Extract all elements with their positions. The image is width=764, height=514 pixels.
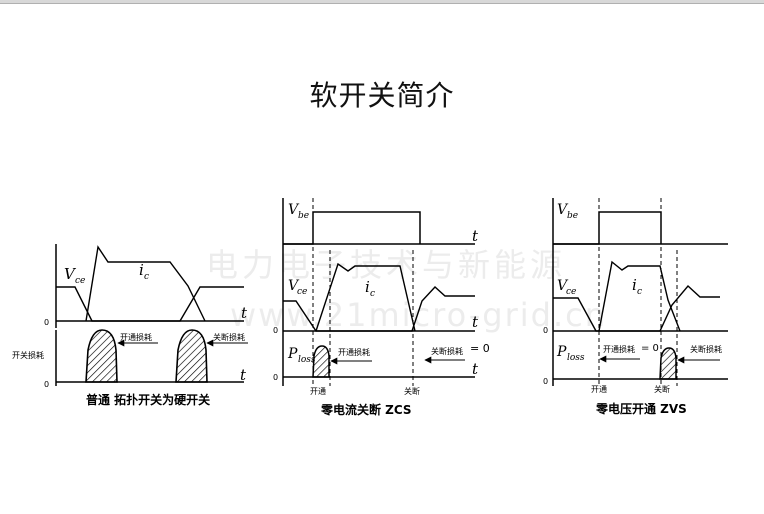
- zcs-ploss-label: P: [287, 346, 298, 362]
- hard-ic-sub: c: [144, 272, 149, 282]
- zcs-vce-waveform: [283, 286, 475, 332]
- hard-t-top: t: [241, 304, 248, 322]
- hard-ic-label: i: [139, 261, 144, 279]
- zvs-ic-sub: c: [637, 287, 642, 297]
- hard-turn-on-loss: [85, 329, 118, 383]
- hard-vce-waveform: [56, 286, 244, 322]
- hard-zero-bottom: 0: [44, 380, 49, 389]
- hard-switching-caption: 普通 拓扑开关为硬开关: [86, 393, 211, 407]
- zvs-turn-on-label: 开通: [591, 384, 607, 394]
- hard-off-loss-label: 关断损耗: [213, 332, 245, 342]
- zcs-ic-label: i: [365, 278, 370, 296]
- zcs-vce-label: V: [288, 278, 300, 294]
- zvs-ploss-label: P: [556, 344, 567, 360]
- zvs-vce-label: V: [557, 278, 569, 294]
- zcs-off-loss-label: 关断损耗: [431, 346, 463, 356]
- hard-on-loss-label: 开通损耗: [120, 332, 152, 342]
- hard-turn-off-loss: [175, 329, 208, 383]
- zvs-on-loss-eq: = 0: [641, 343, 659, 354]
- zvs-on-loss-label: 开通损耗: [603, 344, 635, 354]
- zvs-ploss-sub: loss: [567, 353, 585, 363]
- hard-vce-label: V: [64, 265, 77, 283]
- zvs-ic-label: i: [632, 276, 637, 294]
- zcs-zero-mid: 0: [273, 326, 278, 335]
- zvs-vce-sub: ce: [566, 287, 576, 297]
- zcs-turn-on-label: 开通: [310, 386, 326, 396]
- hard-switching-diagram: V ce i c t 0 t 0 开关损耗 开通损耗 关断损耗: [12, 244, 248, 389]
- hard-t-bottom: t: [240, 366, 247, 384]
- hard-zero-top: 0: [44, 318, 49, 327]
- zvs-off-loss-label: 关断损耗: [690, 344, 722, 354]
- zvs-vbe-label: V: [557, 202, 569, 218]
- zcs-zero-bottom: 0: [273, 373, 278, 382]
- zcs-vbe-sub: be: [298, 211, 309, 221]
- zcs-t1: t: [472, 227, 479, 245]
- zvs-diagram: V be V ce i c 0 P loss 开通损耗 = 0 关断损耗 0 开…: [543, 198, 728, 394]
- watermark-text: 电力电子技术与新能源: [206, 246, 567, 284]
- zcs-t2: t: [472, 313, 479, 331]
- zcs-vbe-label: V: [288, 202, 300, 218]
- zcs-off-loss-eq: = 0: [470, 342, 490, 355]
- hard-vce-sub: ce: [75, 276, 85, 286]
- zcs-t3: t: [472, 360, 479, 378]
- slide-title: 软开关简介: [309, 79, 455, 112]
- zvs-ic-waveform: [598, 260, 681, 332]
- zvs-vbe-sub: be: [567, 211, 578, 221]
- zcs-on-loss-label: 开通损耗: [338, 347, 370, 357]
- zcs-caption: 零电流关断 ZCS: [321, 403, 412, 417]
- zcs-diagram: V be t V ce i c t 0 P loss 开通损耗 关断损耗 = 0…: [273, 198, 490, 396]
- top-border: [0, 0, 764, 3]
- zvs-vce-waveform: [553, 284, 720, 332]
- top-border-line: [0, 3, 764, 4]
- zvs-turn-off-loss: [659, 347, 677, 380]
- zvs-zero-mid: 0: [543, 326, 548, 335]
- zcs-turn-off-label: 关断: [404, 386, 420, 396]
- zvs-caption: 零电压开通 ZVS: [596, 402, 687, 416]
- zvs-zero-bottom: 0: [543, 377, 548, 386]
- zcs-ic-sub: c: [370, 289, 375, 299]
- zcs-ic-waveform: [315, 262, 416, 332]
- zcs-turn-on-loss: [312, 345, 330, 378]
- zcs-vce-sub: ce: [297, 287, 307, 297]
- hard-loss-axis-label: 开关损耗: [12, 350, 44, 360]
- zcs-ploss-sub: loss: [298, 355, 316, 365]
- hard-ic-waveform: [85, 245, 206, 322]
- zvs-turn-off-label: 关断: [654, 384, 670, 394]
